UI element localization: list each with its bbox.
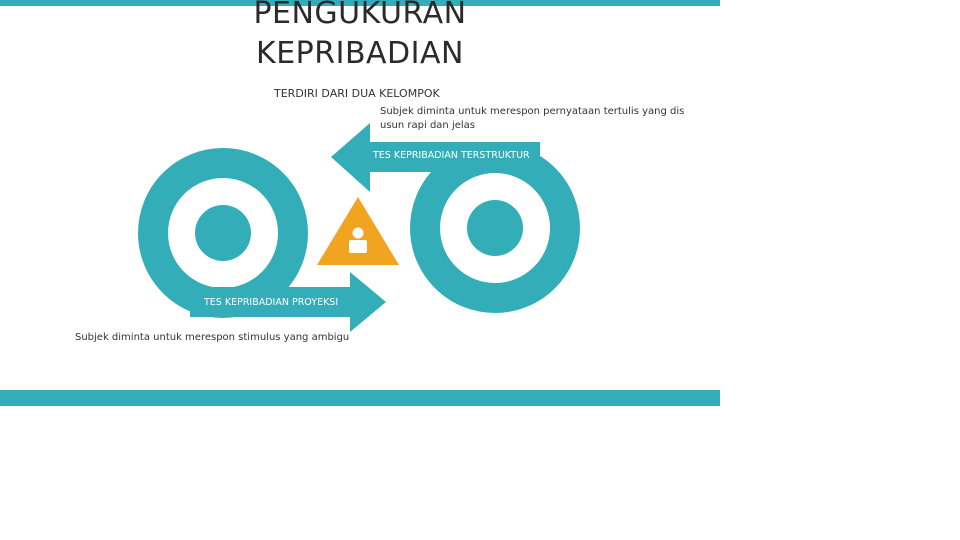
cycle-diagram <box>138 123 580 332</box>
projective-test-description: Subjek diminta untuk merespon stimulus y… <box>75 332 350 343</box>
projective-test-arrow <box>190 272 386 332</box>
bottom-accent-bar <box>0 390 720 406</box>
page-title: PENGUKURAN KEPRIBADIAN <box>200 0 520 74</box>
title-line-1: PENGUKURAN <box>253 0 467 31</box>
person-warning-icon <box>317 197 399 265</box>
structured-test-label: TES KEPRIBADIAN TERSTRUKTUR <box>373 150 530 161</box>
top-accent-bar <box>0 0 720 6</box>
left-ring-center <box>195 205 251 261</box>
structured-test-arrow <box>331 123 540 192</box>
right-ring-center <box>467 200 523 256</box>
structured-test-description: Subjek diminta untuk merespon pernyataan… <box>380 106 685 131</box>
slide: PENGUKURAN KEPRIBADIAN TERDIRI DARI DUA … <box>0 0 720 406</box>
title-line-2: KEPRIBADIAN <box>256 36 464 71</box>
projective-test-label: TES KEPRIBADIAN PROYEKSI <box>204 297 339 308</box>
subtitle: TERDIRI DARI DUA KELOMPOK <box>274 87 440 100</box>
